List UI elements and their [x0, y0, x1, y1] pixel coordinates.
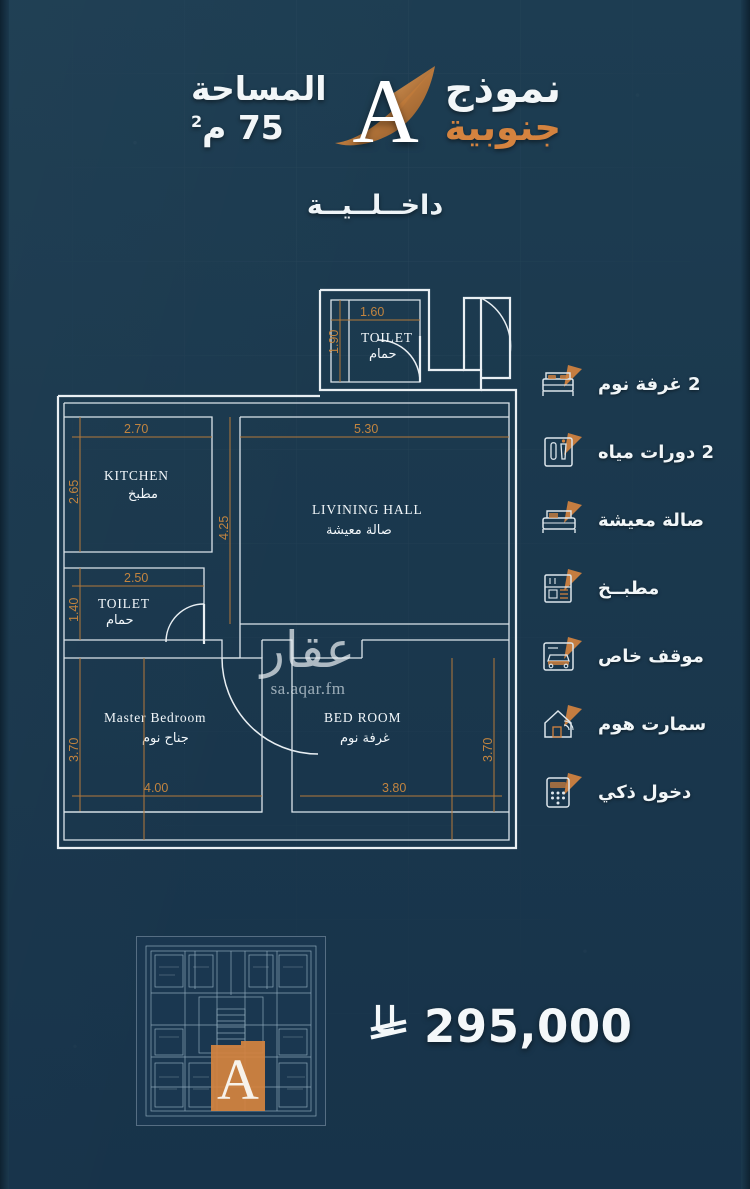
- price-value: 295,000: [424, 1000, 633, 1053]
- bed-icon: [536, 361, 586, 407]
- model-orientation: جنوبية: [444, 106, 561, 150]
- area-unit-exp: 2: [191, 112, 203, 131]
- plan-bottom-band: [64, 658, 453, 840]
- plan-master-bedroom: 3.70 4.00 Master Bedroom جناح نوم: [64, 657, 263, 813]
- smart-home-icon: [536, 701, 586, 747]
- sofa-icon: [536, 497, 586, 543]
- label-hall-ar: صالة معيشة: [326, 523, 392, 538]
- feature-bedrooms[interactable]: 2 غرفة نوم: [536, 358, 716, 410]
- feature-smart-entry-label: دخول ذكي: [598, 781, 692, 803]
- feature-kitchen[interactable]: مطبــخ: [536, 562, 716, 614]
- area-block: المساحة 75 م2: [191, 72, 327, 144]
- key-plan-unit-letter: A: [217, 1047, 259, 1112]
- dim-bed-height: 3.70: [481, 738, 495, 762]
- feature-parking[interactable]: موقف خاص: [536, 630, 716, 682]
- feature-living-hall-label: صالة معيشة: [598, 509, 704, 531]
- feature-kitchen-label: مطبــخ: [598, 577, 660, 599]
- area-label: المساحة: [191, 69, 327, 108]
- label-kitchen-en: KITCHEN: [104, 468, 169, 483]
- label-toilet2-en: TOILET: [98, 596, 150, 611]
- plan-living-hall: 5.30 4.25 LIVINING HALL صالة معيشة: [217, 416, 509, 625]
- plan-toilet-top: 1.60 1.90 TOILET حمام: [318, 288, 512, 392]
- model-word: نموذج: [444, 66, 561, 113]
- riyal-symbol-icon: [370, 1002, 410, 1051]
- label-kitchen-ar: مطبخ: [128, 487, 158, 502]
- dim-toilet2-height: 1.40: [67, 598, 81, 622]
- label-master-ar: جناح نوم: [142, 731, 189, 746]
- dim-master-height: 3.70: [67, 738, 81, 762]
- smart-entry-icon: [536, 769, 586, 815]
- dim-hall-height: 4.25: [217, 516, 231, 540]
- floor-plan-drawing: .wall { stroke:#e9eff3; stroke-width:2.2…: [56, 288, 518, 850]
- floor-plan: .wall { stroke:#e9eff3; stroke-width:2.2…: [44, 272, 534, 872]
- dim-toilet-top-height: 1.90: [327, 330, 341, 354]
- parking-icon: [536, 633, 586, 679]
- plan-kitchen: 2.70 2.65 KITCHEN مطبخ: [64, 416, 213, 553]
- key-plan-drawing: A: [137, 937, 325, 1125]
- label-bed-en: BED ROOM: [324, 710, 401, 725]
- label-hall-en: LIVINING HALL: [312, 502, 423, 517]
- dim-kitchen-height: 2.65: [67, 480, 81, 504]
- label-master-en: Master Bedroom: [104, 710, 206, 725]
- label-bed-ar: غرفة نوم: [340, 731, 390, 746]
- header: نموذج جنوبية A المساحة 75 م2: [0, 52, 750, 221]
- feature-smart-entry[interactable]: دخول ذكي: [536, 766, 716, 818]
- plan-bedroom: 3.70 3.80 BED ROOM غرفة نوم: [291, 639, 509, 813]
- feature-bathrooms[interactable]: 2 دورات مياه: [536, 426, 716, 478]
- plan-outer-walls: [56, 388, 518, 850]
- area-number: 75 م: [202, 108, 284, 147]
- label-toilet-top-en: TOILET: [361, 330, 413, 345]
- header-subtitle: داخــلــيــة: [306, 190, 444, 221]
- feature-bedrooms-label: 2 غرفة نوم: [598, 373, 701, 395]
- label-toilet-top-ar: حمام: [369, 347, 397, 362]
- feature-smart-home[interactable]: سمارت هوم: [536, 698, 716, 750]
- header-main-row: نموذج جنوبية A المساحة 75 م2: [185, 52, 565, 164]
- plan-toilet-second: 2.50 1.40 TOILET حمام: [64, 567, 206, 644]
- features-list: 2 غرفة نوم 2 دورات مياه: [536, 358, 716, 818]
- feature-parking-label: موقف خاص: [598, 645, 704, 667]
- kitchen-icon: [536, 565, 586, 611]
- price-block: 295,000: [370, 1000, 632, 1053]
- logo-swoosh-icon: [334, 66, 435, 146]
- feature-smart-home-label: سمارت هوم: [598, 713, 707, 735]
- label-toilet2-ar: حمام: [106, 613, 134, 628]
- dim-hall-width: 5.30: [354, 422, 378, 436]
- model-title-block: نموذج جنوبية: [444, 66, 561, 150]
- feature-living-hall[interactable]: صالة معيشة: [536, 494, 716, 546]
- area-value: 75 م2: [191, 111, 284, 144]
- logo-letter: A: [352, 60, 419, 162]
- feature-bathrooms-label: 2 دورات مياه: [598, 441, 714, 463]
- dim-master-width: 4.00: [144, 781, 168, 795]
- model-logo: A: [327, 52, 445, 164]
- plan-corridor: [204, 624, 319, 755]
- key-plan[interactable]: A: [136, 936, 326, 1126]
- dim-toilet-top-width: 1.60: [360, 305, 384, 319]
- dim-toilet2-width: 2.50: [124, 571, 148, 585]
- dim-kitchen-width: 2.70: [124, 422, 148, 436]
- dim-bed-width: 3.80: [382, 781, 406, 795]
- bathroom-icon: [536, 429, 586, 475]
